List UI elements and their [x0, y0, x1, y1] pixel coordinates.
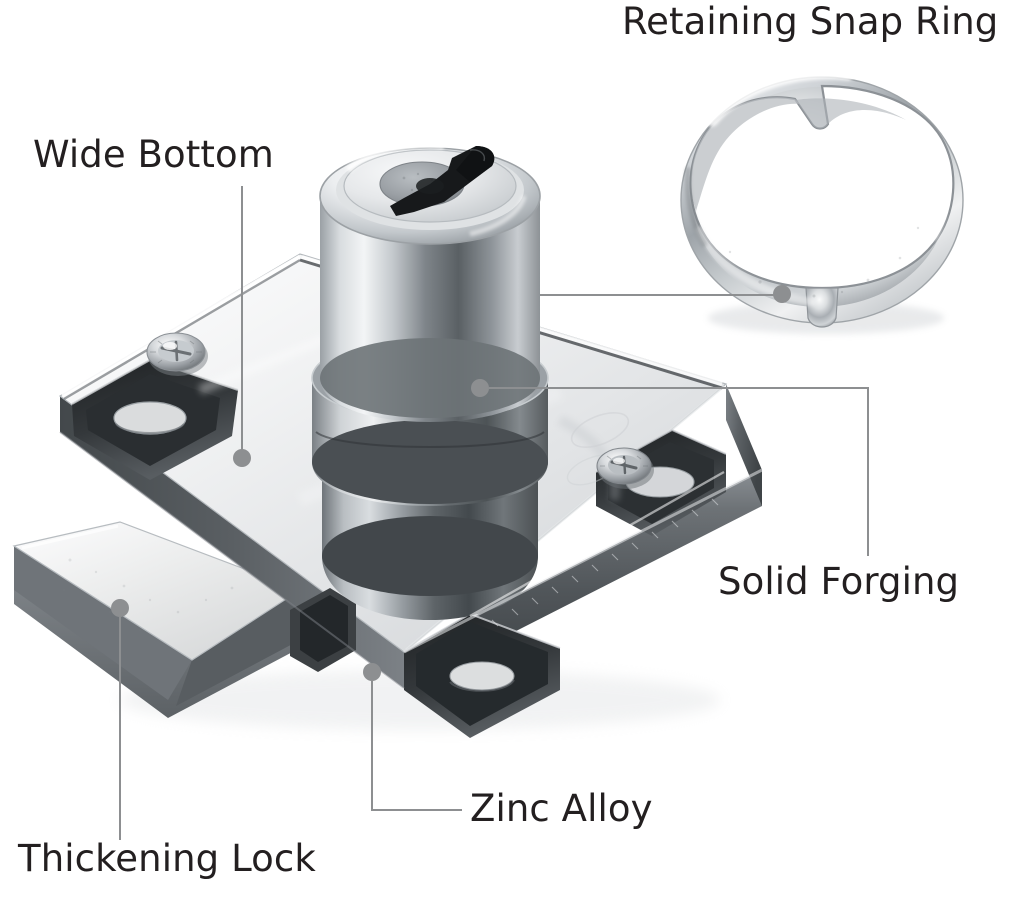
- key-cylinder: [311, 141, 549, 620]
- callout-label-zinc-alloy: Zinc Alloy: [470, 787, 653, 830]
- dot-zinc-alloy: [363, 663, 381, 681]
- callout-label-retaining-snap-ring: Retaining Snap Ring: [622, 0, 999, 43]
- screw-top-left: [146, 332, 208, 376]
- leader-zinc-alloy: [371, 681, 462, 811]
- callout-label-thickening-lock: Thickening Lock: [18, 837, 316, 880]
- callout-dots: [111, 285, 791, 681]
- lock-assembly: [12, 141, 763, 738]
- dot-thickening-lock: [111, 599, 129, 617]
- snap-ring-part: [680, 66, 964, 334]
- dot-retaining-snap-ring: [773, 285, 791, 303]
- dot-wide-bottom: [233, 449, 251, 467]
- callout-label-solid-forging: Solid Forging: [718, 560, 960, 603]
- dot-solid-forging: [471, 379, 489, 397]
- callout-leaders: [119, 186, 869, 840]
- callout-label-wide-bottom: Wide Bottom: [33, 133, 274, 176]
- latch-bolt: [12, 521, 302, 718]
- leader-solid-forging: [489, 387, 869, 556]
- screw-right: [596, 447, 654, 489]
